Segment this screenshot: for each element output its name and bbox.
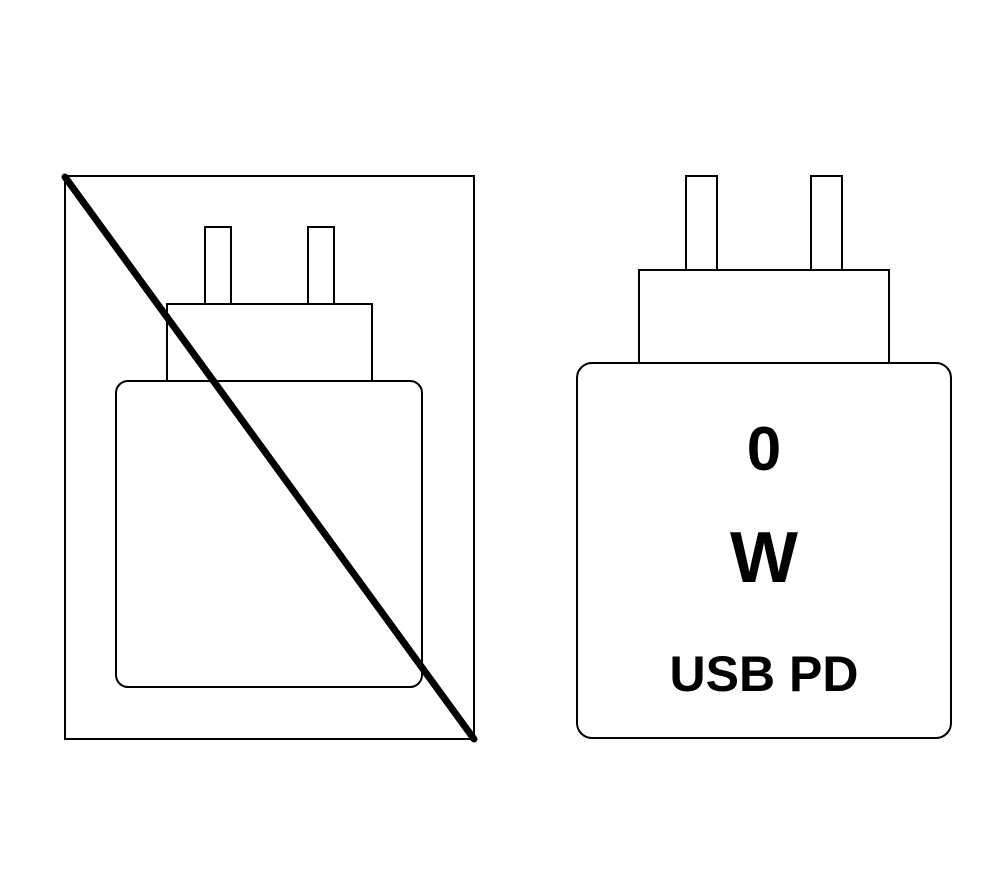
power-value: 0	[747, 415, 781, 484]
charger-body	[115, 380, 423, 688]
plug-prong-left	[204, 226, 232, 305]
protocol-label: USB PD	[670, 646, 859, 702]
charger-icon	[576, 175, 952, 739]
plug-prong-left	[685, 175, 718, 271]
plug-base	[166, 303, 373, 382]
charger-crossed-out-icon	[61, 173, 478, 743]
plug-prong-right	[307, 226, 335, 305]
power-unit: W	[730, 518, 798, 598]
charger-body	[576, 362, 952, 739]
frame-box	[64, 175, 475, 740]
cross-out-line	[61, 173, 478, 743]
plug-prong-right	[810, 175, 843, 271]
plug-base	[638, 269, 890, 364]
charger-label: 0 W USB PD	[670, 415, 859, 702]
